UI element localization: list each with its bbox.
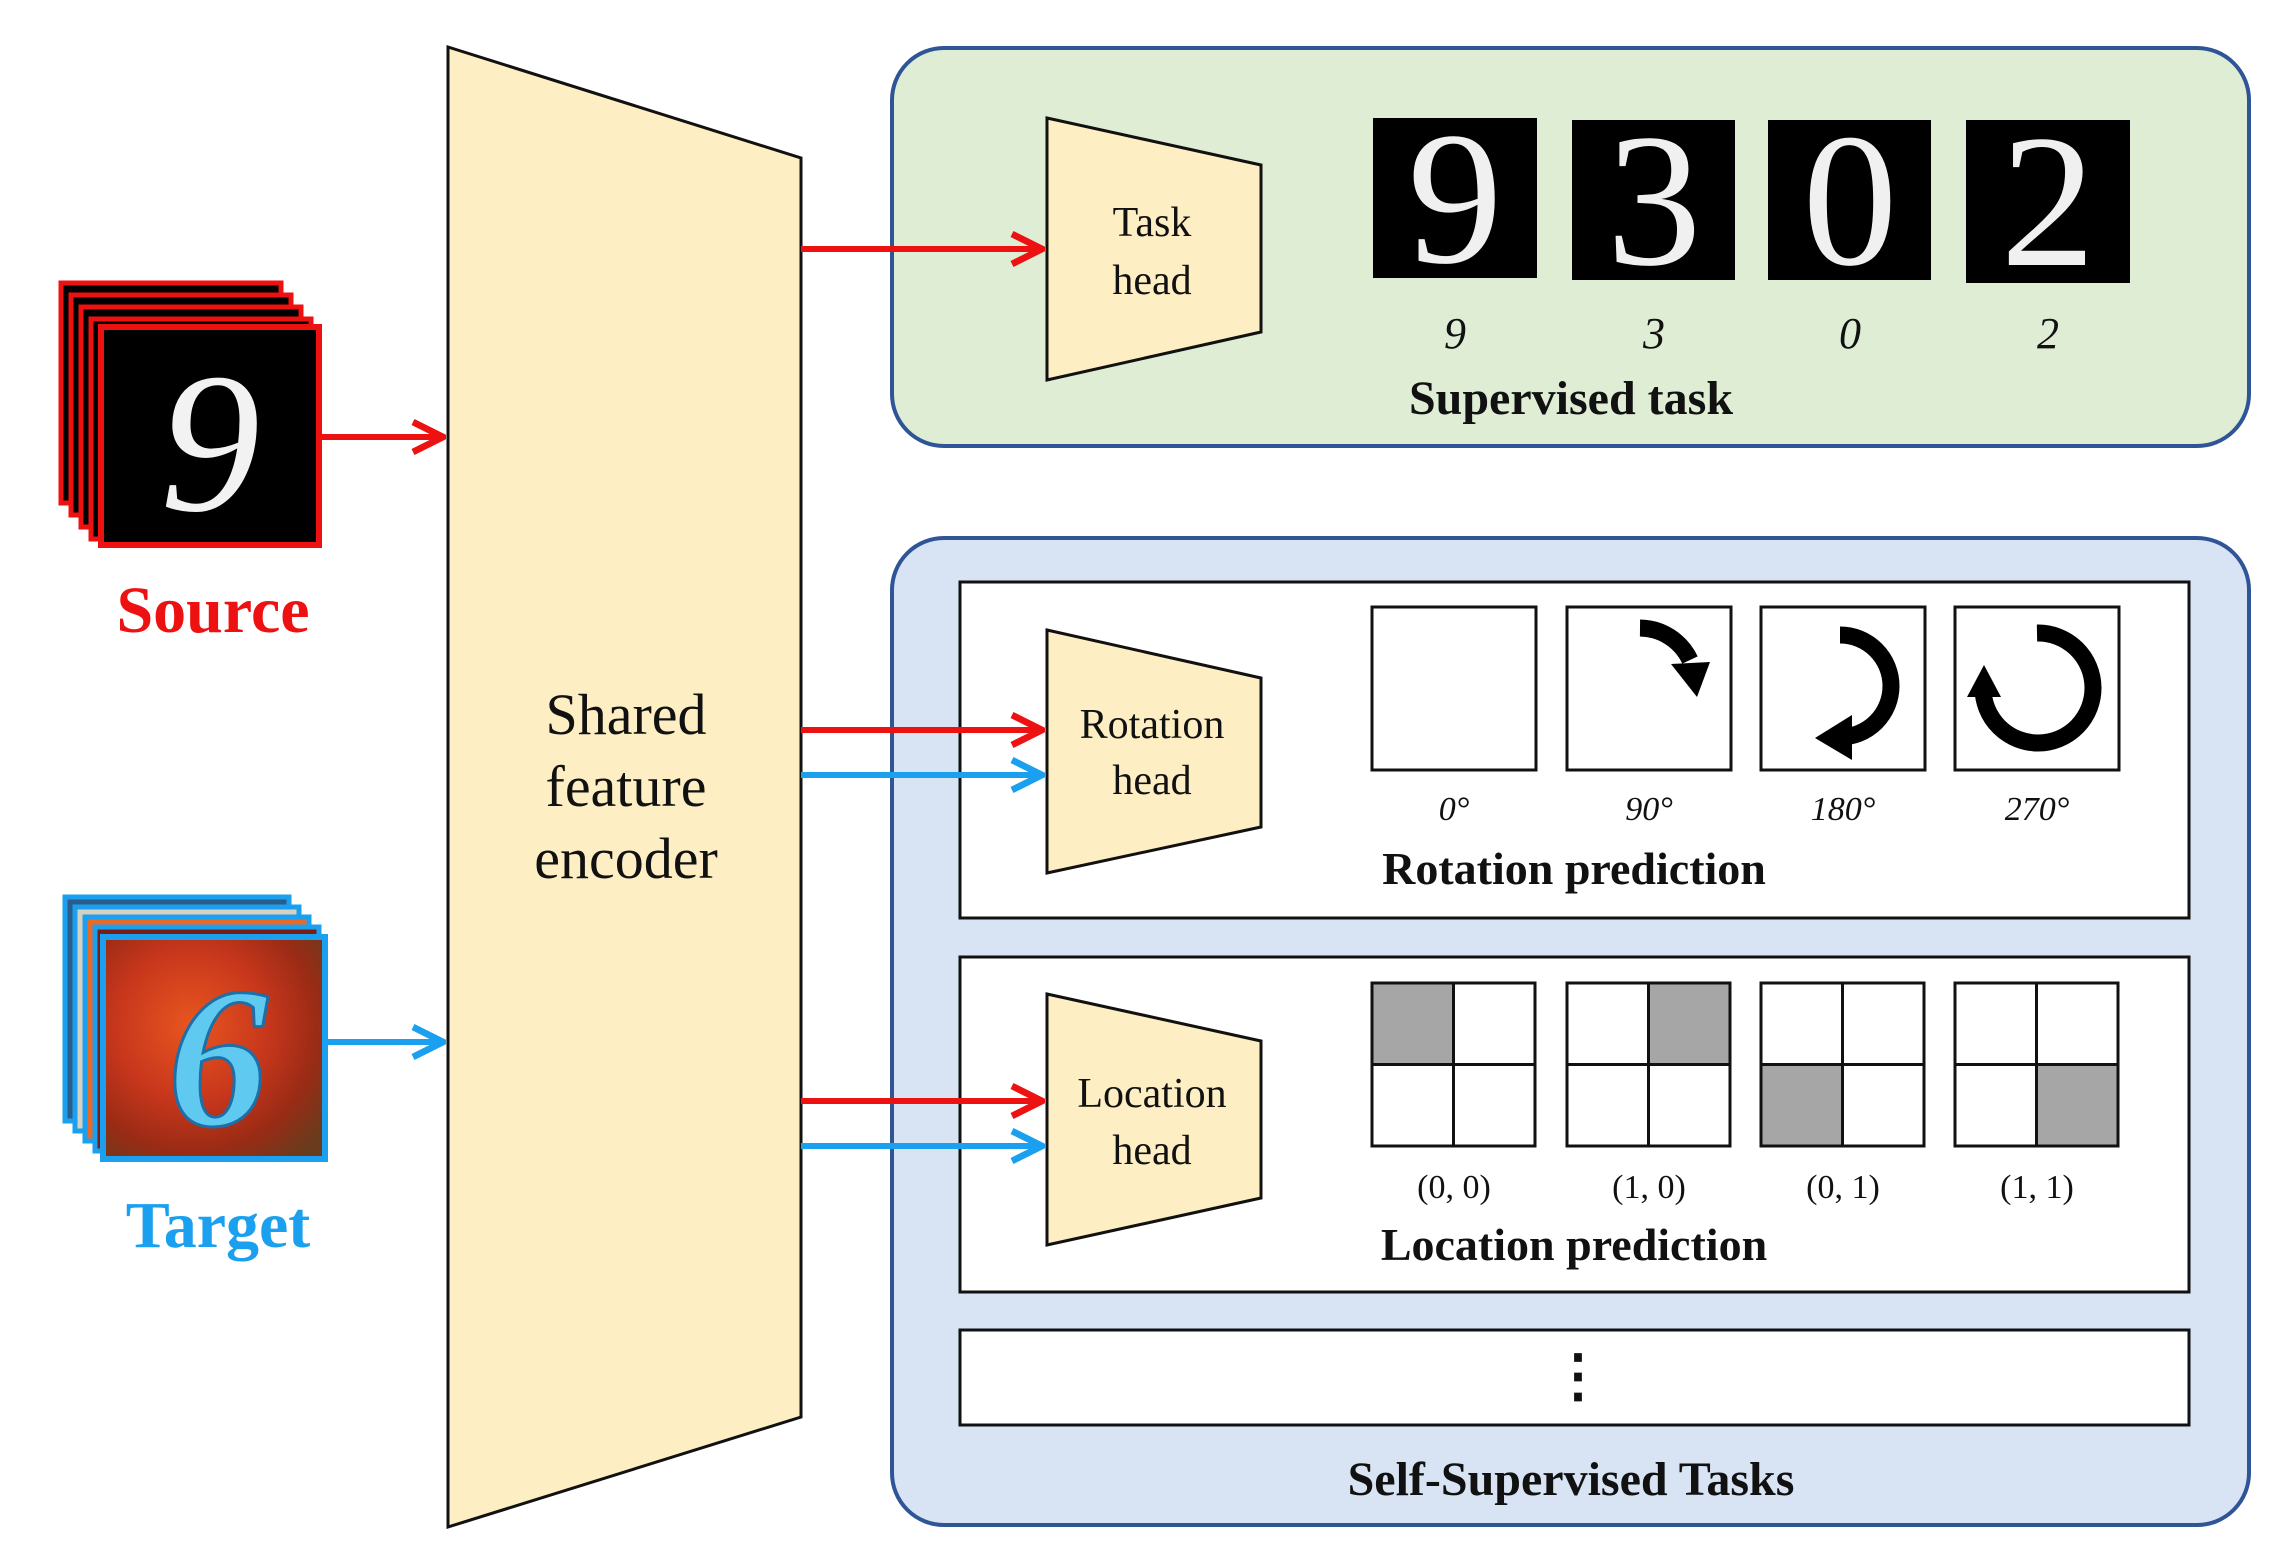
sample-glyph: 0 [1803,96,1898,306]
location-position-label: (1, 1) [2000,1169,2074,1206]
rotation-angle-label: 0° [1439,791,1470,828]
location-position-label: (0, 1) [1806,1169,1880,1206]
location-highlight-cell [1648,983,1730,1065]
location-grids [1370,981,2120,1148]
more-tasks-box [958,1328,2191,1427]
sample-glyph: 2 [2001,97,2096,307]
location-position-label: (1, 0) [1612,1169,1686,1206]
rotation-head-label-line2: head [1112,758,1191,804]
rotation-angle-label: 180° [1811,791,1876,828]
sample-label: 3 [1642,309,1665,358]
location-highlight-cell [2036,1064,2118,1146]
rotation-head [1045,628,1263,875]
more-tasks-ellipsis: ⋮ [1549,1343,1607,1408]
rotation-arrow-270-icon [1967,624,2102,752]
location-position-label: (0, 0) [1417,1169,1491,1206]
sample-image [1966,120,2130,283]
encoder-label-line3: encoder [534,826,718,891]
source-digit: 9 [160,333,260,554]
rotation-angle-label: 270° [2005,791,2070,828]
sample-label: 0 [1839,309,1861,358]
target-label: Target [126,1189,311,1262]
target-image [100,934,328,1162]
sample-glyph: 3 [1607,96,1702,306]
encoder-label-line2: feature [546,754,707,819]
sample-image [1572,120,1735,280]
supervised-task-title: Supervised task [1409,372,1733,425]
location-highlight-cell [1761,1064,1843,1146]
rotation-arrow-180-icon [1815,626,1900,760]
location-head-label-line2: head [1112,1128,1191,1174]
task-head-label-line1: Task [1113,200,1192,246]
source-input-stack: 9 [58,280,322,554]
rotation-option-box [1370,605,1538,772]
supervised-samples: 9 3 0 2 [1373,94,2130,307]
shared-feature-encoder [446,44,803,1530]
sample-label: 9 [1444,309,1466,358]
rotation-arrow-90-icon [1639,619,1710,697]
sample-glyph: 9 [1408,94,1503,304]
target-input-stack: 6 [62,894,328,1171]
task-head [1045,116,1263,382]
rotation-angle-label: 90° [1625,791,1673,828]
sample-label: 2 [2037,309,2059,358]
source-image [98,324,322,548]
source-label: Source [116,574,309,647]
location-prediction-title: Location prediction [1381,1219,1767,1270]
encoder-label-line1: Shared [545,682,706,747]
target-digit: 6 [168,948,268,1169]
sample-image [1768,120,1931,280]
sample-image [1373,118,1537,278]
rotation-head-label-line1: Rotation [1080,702,1225,748]
rotation-prediction-title: Rotation prediction [1382,843,1766,894]
self-supervised-tasks-title: Self-Supervised Tasks [1348,1453,1795,1506]
rotation-options [1370,605,2121,772]
location-highlight-cell [1372,983,1454,1065]
location-head-label-line1: Location [1077,1071,1226,1117]
location-head [1045,992,1263,1247]
task-head-label-line2: head [1112,258,1191,304]
